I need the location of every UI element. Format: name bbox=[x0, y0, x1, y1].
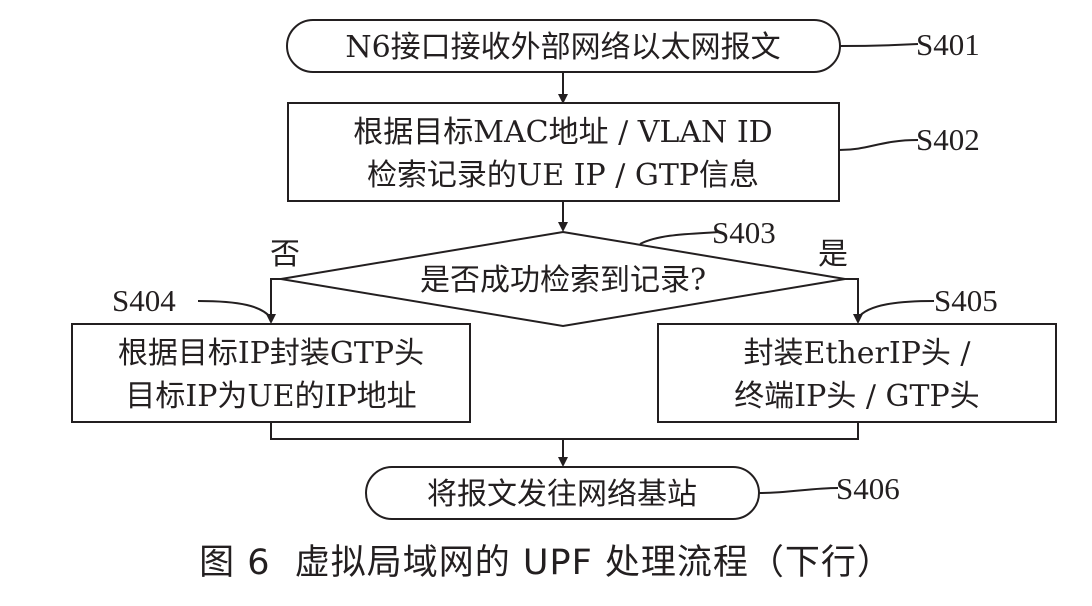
step-label-s404: S404 bbox=[112, 283, 176, 318]
branch-no-label: 否 bbox=[270, 237, 300, 272]
decision-diamond bbox=[280, 230, 846, 328]
step-leader-s403 bbox=[639, 231, 721, 245]
encap-etherip-line1: 封装EtherIP头 / bbox=[743, 336, 971, 371]
step-label-s401: S401 bbox=[916, 27, 980, 62]
branch-yes-label: 是 bbox=[818, 237, 848, 272]
decision-text: 是否成功检索到记录? bbox=[420, 263, 706, 298]
branch-no-line bbox=[266, 278, 281, 324]
step-label-s403: S403 bbox=[712, 215, 776, 250]
step-leader-s401 bbox=[839, 43, 919, 47]
encap-gtp-line1: 根据目标IP封装GTP头 bbox=[118, 336, 424, 371]
step-leader-s405 bbox=[857, 300, 935, 319]
search-process-line1: 根据目标MAC地址 / VLAN ID bbox=[353, 115, 772, 150]
branch-yes-line bbox=[845, 278, 863, 324]
encap-etherip-line2: 终端IP头 / GTP头 bbox=[734, 379, 979, 414]
end-terminal-text: 将报文发往网络基站 bbox=[427, 477, 697, 512]
step-label-s406: S406 bbox=[836, 471, 900, 506]
step-leader-s406 bbox=[758, 487, 839, 494]
search-process-line2: 检索记录的UE IP / GTP信息 bbox=[367, 158, 759, 193]
step-leader-s402 bbox=[838, 139, 919, 151]
figure-caption: 图 6 虚拟局域网的 UPF 处理流程（下行） bbox=[199, 543, 893, 583]
step-label-s405: S405 bbox=[934, 283, 998, 318]
start-terminal-text: N6接口接收外部网络以太网报文 bbox=[345, 30, 780, 65]
merge-line bbox=[270, 422, 859, 440]
step-leader-s404 bbox=[197, 300, 272, 319]
step-label-s402: S402 bbox=[916, 122, 980, 157]
encap-gtp-line2: 目标IP为UE的IP地址 bbox=[125, 379, 416, 414]
